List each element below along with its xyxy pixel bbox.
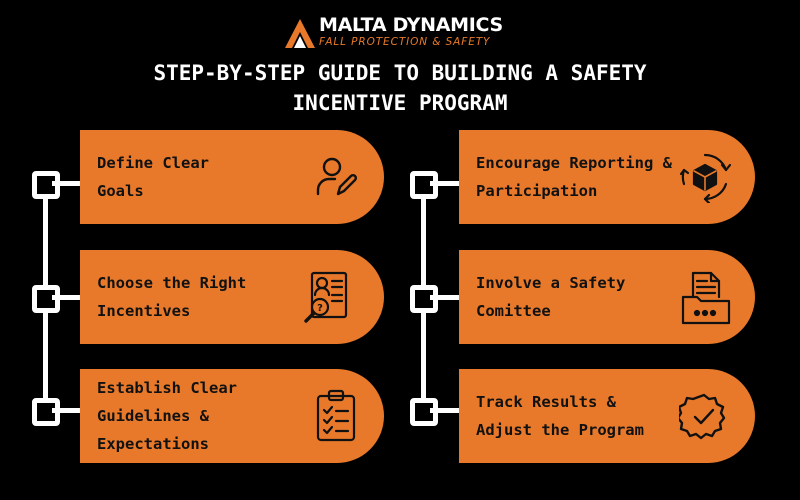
mountain-logo-icon: [285, 19, 315, 48]
step-card-safety-committee: Involve a Safety Comittee: [459, 250, 755, 344]
brand-logo: MALTA DYNAMICS FALL PROTECTION & SAFETY: [283, 14, 533, 52]
right-connector-1: [430, 181, 460, 186]
title-line-2: INCENTIVE PROGRAM: [292, 91, 508, 115]
right-connector-2: [430, 295, 460, 300]
package-cycle-icon: [679, 153, 731, 203]
step-label: Choose the Right Incentives: [97, 274, 247, 320]
step-label: Involve a Safety Comittee: [476, 274, 626, 320]
brand-name: MALTA DYNAMICS: [319, 14, 503, 36]
step-label: Establish Clear Guidelines & Expectation…: [97, 379, 237, 453]
checklist-icon: [316, 389, 356, 442]
svg-text:?: ?: [317, 303, 323, 314]
title-line-1: STEP-BY-STEP GUIDE TO BUILDING A SAFETY: [153, 61, 647, 85]
step-card-establish-guidelines: Establish Clear Guidelines & Expectation…: [80, 369, 384, 463]
step-label: Track Results & Adjust the Program: [476, 393, 644, 439]
brand-tagline: FALL PROTECTION & SAFETY: [319, 36, 491, 48]
verified-badge-icon: [679, 393, 726, 440]
left-connector-2: [52, 295, 80, 300]
step-card-encourage-reporting: Encourage Reporting & Participation: [459, 130, 755, 224]
step-card-choose-incentives: Choose the Right Incentives ?: [80, 250, 384, 344]
left-connector-1: [52, 181, 80, 186]
step-label: Encourage Reporting & Participation: [476, 154, 672, 200]
step-card-define-goals: Define Clear Goals: [80, 130, 384, 224]
resume-search-icon: ?: [304, 271, 348, 323]
left-connector-3: [52, 408, 80, 413]
person-edit-icon: [316, 157, 358, 196]
folder-documents-icon: [681, 271, 731, 325]
step-card-track-results: Track Results & Adjust the Program: [459, 369, 755, 463]
page-title: STEP-BY-STEP GUIDE TO BUILDING A SAFETY …: [0, 58, 800, 118]
right-connector-3: [430, 408, 460, 413]
step-label: Define Clear Goals: [97, 154, 209, 200]
